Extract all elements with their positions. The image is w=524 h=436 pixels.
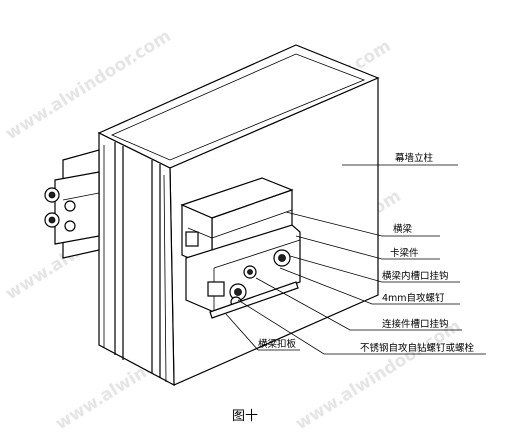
label-transom-cover: 横梁扣板: [258, 338, 297, 350]
figure-caption: 图十: [232, 409, 258, 424]
label-clip: 卡梁件: [390, 247, 419, 259]
label-transom-slot-hook: 横梁内槽口挂钩: [382, 270, 449, 282]
left-bracket: [44, 149, 100, 259]
clip-assembly: [185, 224, 301, 319]
label-screw-4mm: 4mm自攻螺钉: [382, 292, 445, 304]
label-connector-slot-hook: 连接件槽口挂钩: [382, 318, 449, 330]
label-mullion: 幕墙立柱: [395, 152, 434, 164]
watermark-text-5: www.alwindoor.com: [292, 316, 464, 434]
labels: 幕墙立柱 横梁 卡梁件 横梁内槽口挂钩 4mm自攻螺钉 连接件槽口挂钩 横梁扣板…: [258, 152, 475, 354]
label-transom: 横梁: [393, 223, 413, 235]
label-stainless-screw: 不锈钢自攻自钻螺钉或螺栓: [360, 342, 475, 354]
leader-lines: [225, 164, 486, 355]
